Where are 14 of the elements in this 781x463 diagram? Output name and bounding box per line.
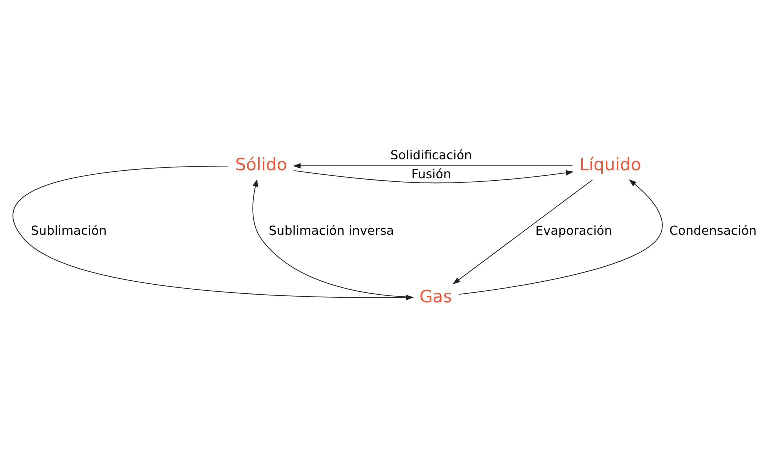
node-text: Sólido: [235, 154, 288, 175]
arrow: [294, 170, 574, 184]
edge-label: Solidificación: [390, 147, 472, 162]
edge-label: Sublimación inversa: [268, 222, 394, 238]
arrow: [293, 162, 574, 168]
arrow: [458, 179, 663, 295]
edge-label: Fusión: [412, 166, 452, 181]
edge-label: Sublimación: [31, 222, 108, 238]
arrow: [452, 179, 594, 284]
arrow: [252, 178, 414, 298]
node-text: Gas: [420, 286, 452, 307]
edge-label: Evaporación: [536, 222, 612, 238]
node-text: Líquido: [580, 154, 642, 175]
edge-label: Condensación: [670, 222, 757, 238]
